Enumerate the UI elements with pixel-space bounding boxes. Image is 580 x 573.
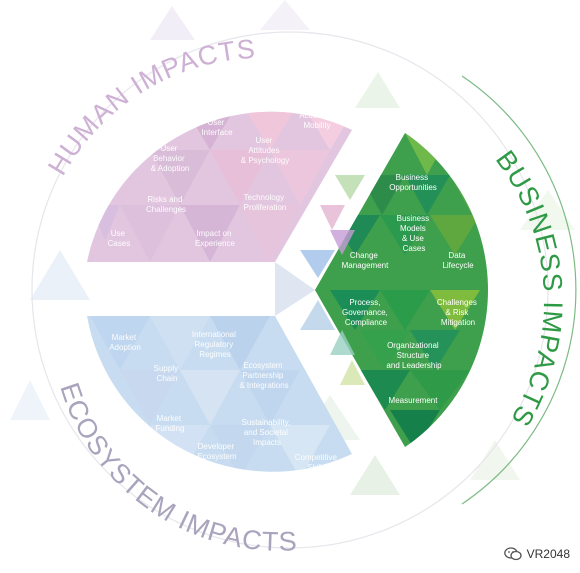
label-data-lifecycle: Data Lifecycle xyxy=(442,251,474,270)
wechat-icon xyxy=(503,547,522,561)
label-risks-challenges: Risks and Challenges xyxy=(146,195,186,214)
label-international-regulatory: International Regulatory Regimes xyxy=(192,330,238,359)
label-impact-experience: Impact on Experience xyxy=(195,229,236,248)
human-labels: Access & Mobility User Interface User Be… xyxy=(108,111,335,248)
label-sustainability: Sustainability, and Societal Impacts xyxy=(242,418,293,447)
watermark-text: VR2048 xyxy=(526,547,570,561)
label-technology-proliferation: Technology Proliferation xyxy=(244,193,287,212)
label-competitive-shifts: Competitive Shifts xyxy=(295,453,339,472)
business-ring-arc xyxy=(461,75,577,505)
label-business-models: Business Models & Use Cases xyxy=(397,214,432,253)
label-change-management: Change Management xyxy=(342,251,389,270)
label-market-funding: Market Funding xyxy=(156,414,185,433)
label-business-opportunities: Business Opportunities xyxy=(389,173,437,192)
label-measurement: Measurement xyxy=(389,396,439,405)
label-user-attitudes: User Attitudes & Psychology xyxy=(241,136,289,165)
label-ecosystem-partnership: Ecosystem Partnership & Integrations xyxy=(239,361,288,390)
label-user-behavior: User Behavior & Adoption xyxy=(151,144,190,173)
label-org-structure: Organizational Structure and Leadership xyxy=(386,341,442,370)
ecosystem-labels: Market Adoption International Regulatory… xyxy=(109,330,339,472)
outer-ring xyxy=(31,31,549,549)
label-supply-chain: Supply Chain xyxy=(154,364,181,383)
business-labels: Business Opportunities Business Models &… xyxy=(342,173,479,405)
label-developer-ecosystem: Developer Ecosystem xyxy=(197,442,236,461)
label-access-mobility: Access & Mobility xyxy=(299,111,335,130)
label-process-governance: Process, Governance, Compliance xyxy=(342,298,390,327)
watermark: VR2048 xyxy=(503,547,570,561)
label-user-interface: User Interface xyxy=(201,118,233,137)
label-market-adoption: Market Adoption xyxy=(109,333,141,352)
label-challenges-risk: Challenges & Risk Mitigation xyxy=(437,298,479,327)
background-triangles xyxy=(10,0,575,495)
center-facets xyxy=(275,175,365,385)
label-use-cases: Use Cases xyxy=(108,229,131,248)
